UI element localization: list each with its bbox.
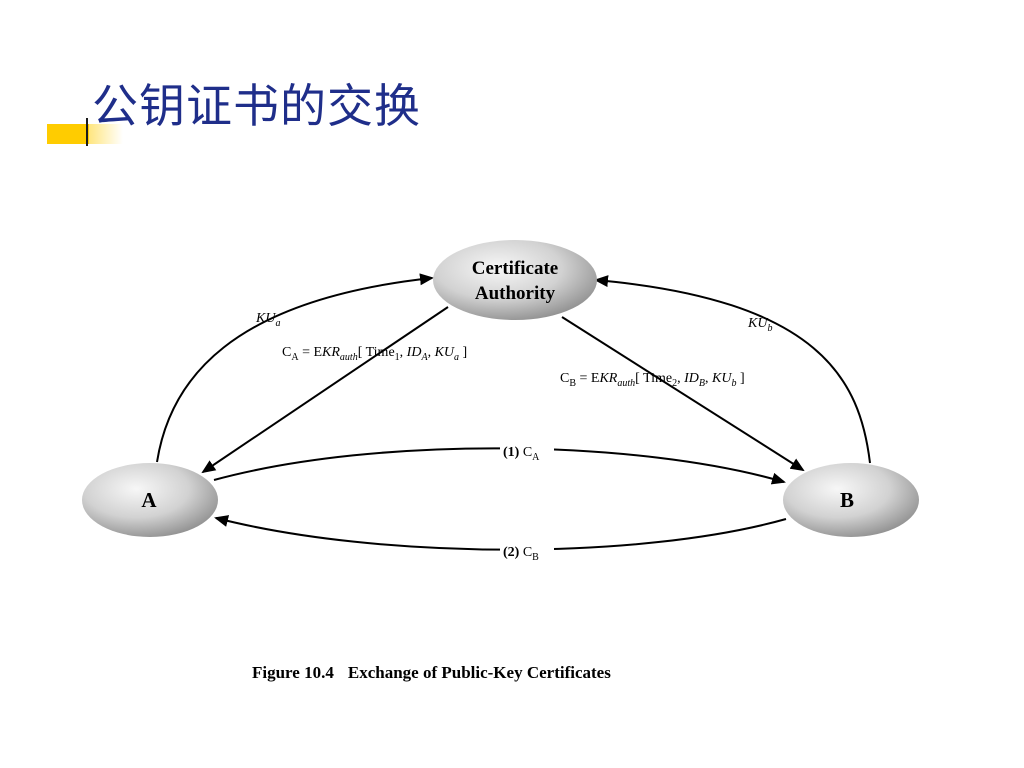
step2-label: (2) CB [503,545,539,563]
arrow-a-to-ca [156,273,434,463]
step1-label: (1) CA [503,445,540,463]
slide-title: 公钥证书的交换 [92,79,421,133]
ca-certificate-formula: CA = EKRauth[ Time1, IDA, KUa ] [282,345,467,363]
title-accent-fade [89,124,123,144]
node-b-label: B [840,488,854,512]
arrow-a-to-b [213,447,786,485]
step2-label-backdrop [500,541,554,561]
cb-certificate-formula: CB = EKRauth[ Time2, IDB, KUb ] [560,371,745,389]
figure-caption-number: Figure 10.4 [252,663,334,682]
title-accent-line [86,118,88,146]
arrow-ca-to-a [201,306,449,474]
ku-a-label: KUa [255,311,280,329]
certificate-authority-node [433,240,597,320]
title-accent-bar [47,124,89,144]
arrow-b-to-ca [594,275,871,464]
ku-b-label: KUb [747,316,772,334]
node-a-label: A [141,488,157,512]
ca-label-line2: Authority [475,283,556,304]
ca-label-line1: Certificate [472,258,559,279]
figure-caption: Figure 10.4 Exchange of Public-Key Certif… [252,663,611,682]
arrow-ca-to-b [561,316,805,472]
node-a [82,463,218,537]
step1-label-backdrop [500,441,554,461]
figure-caption-text: Exchange of Public-Key Certificates [348,663,611,682]
node-b [783,463,919,537]
